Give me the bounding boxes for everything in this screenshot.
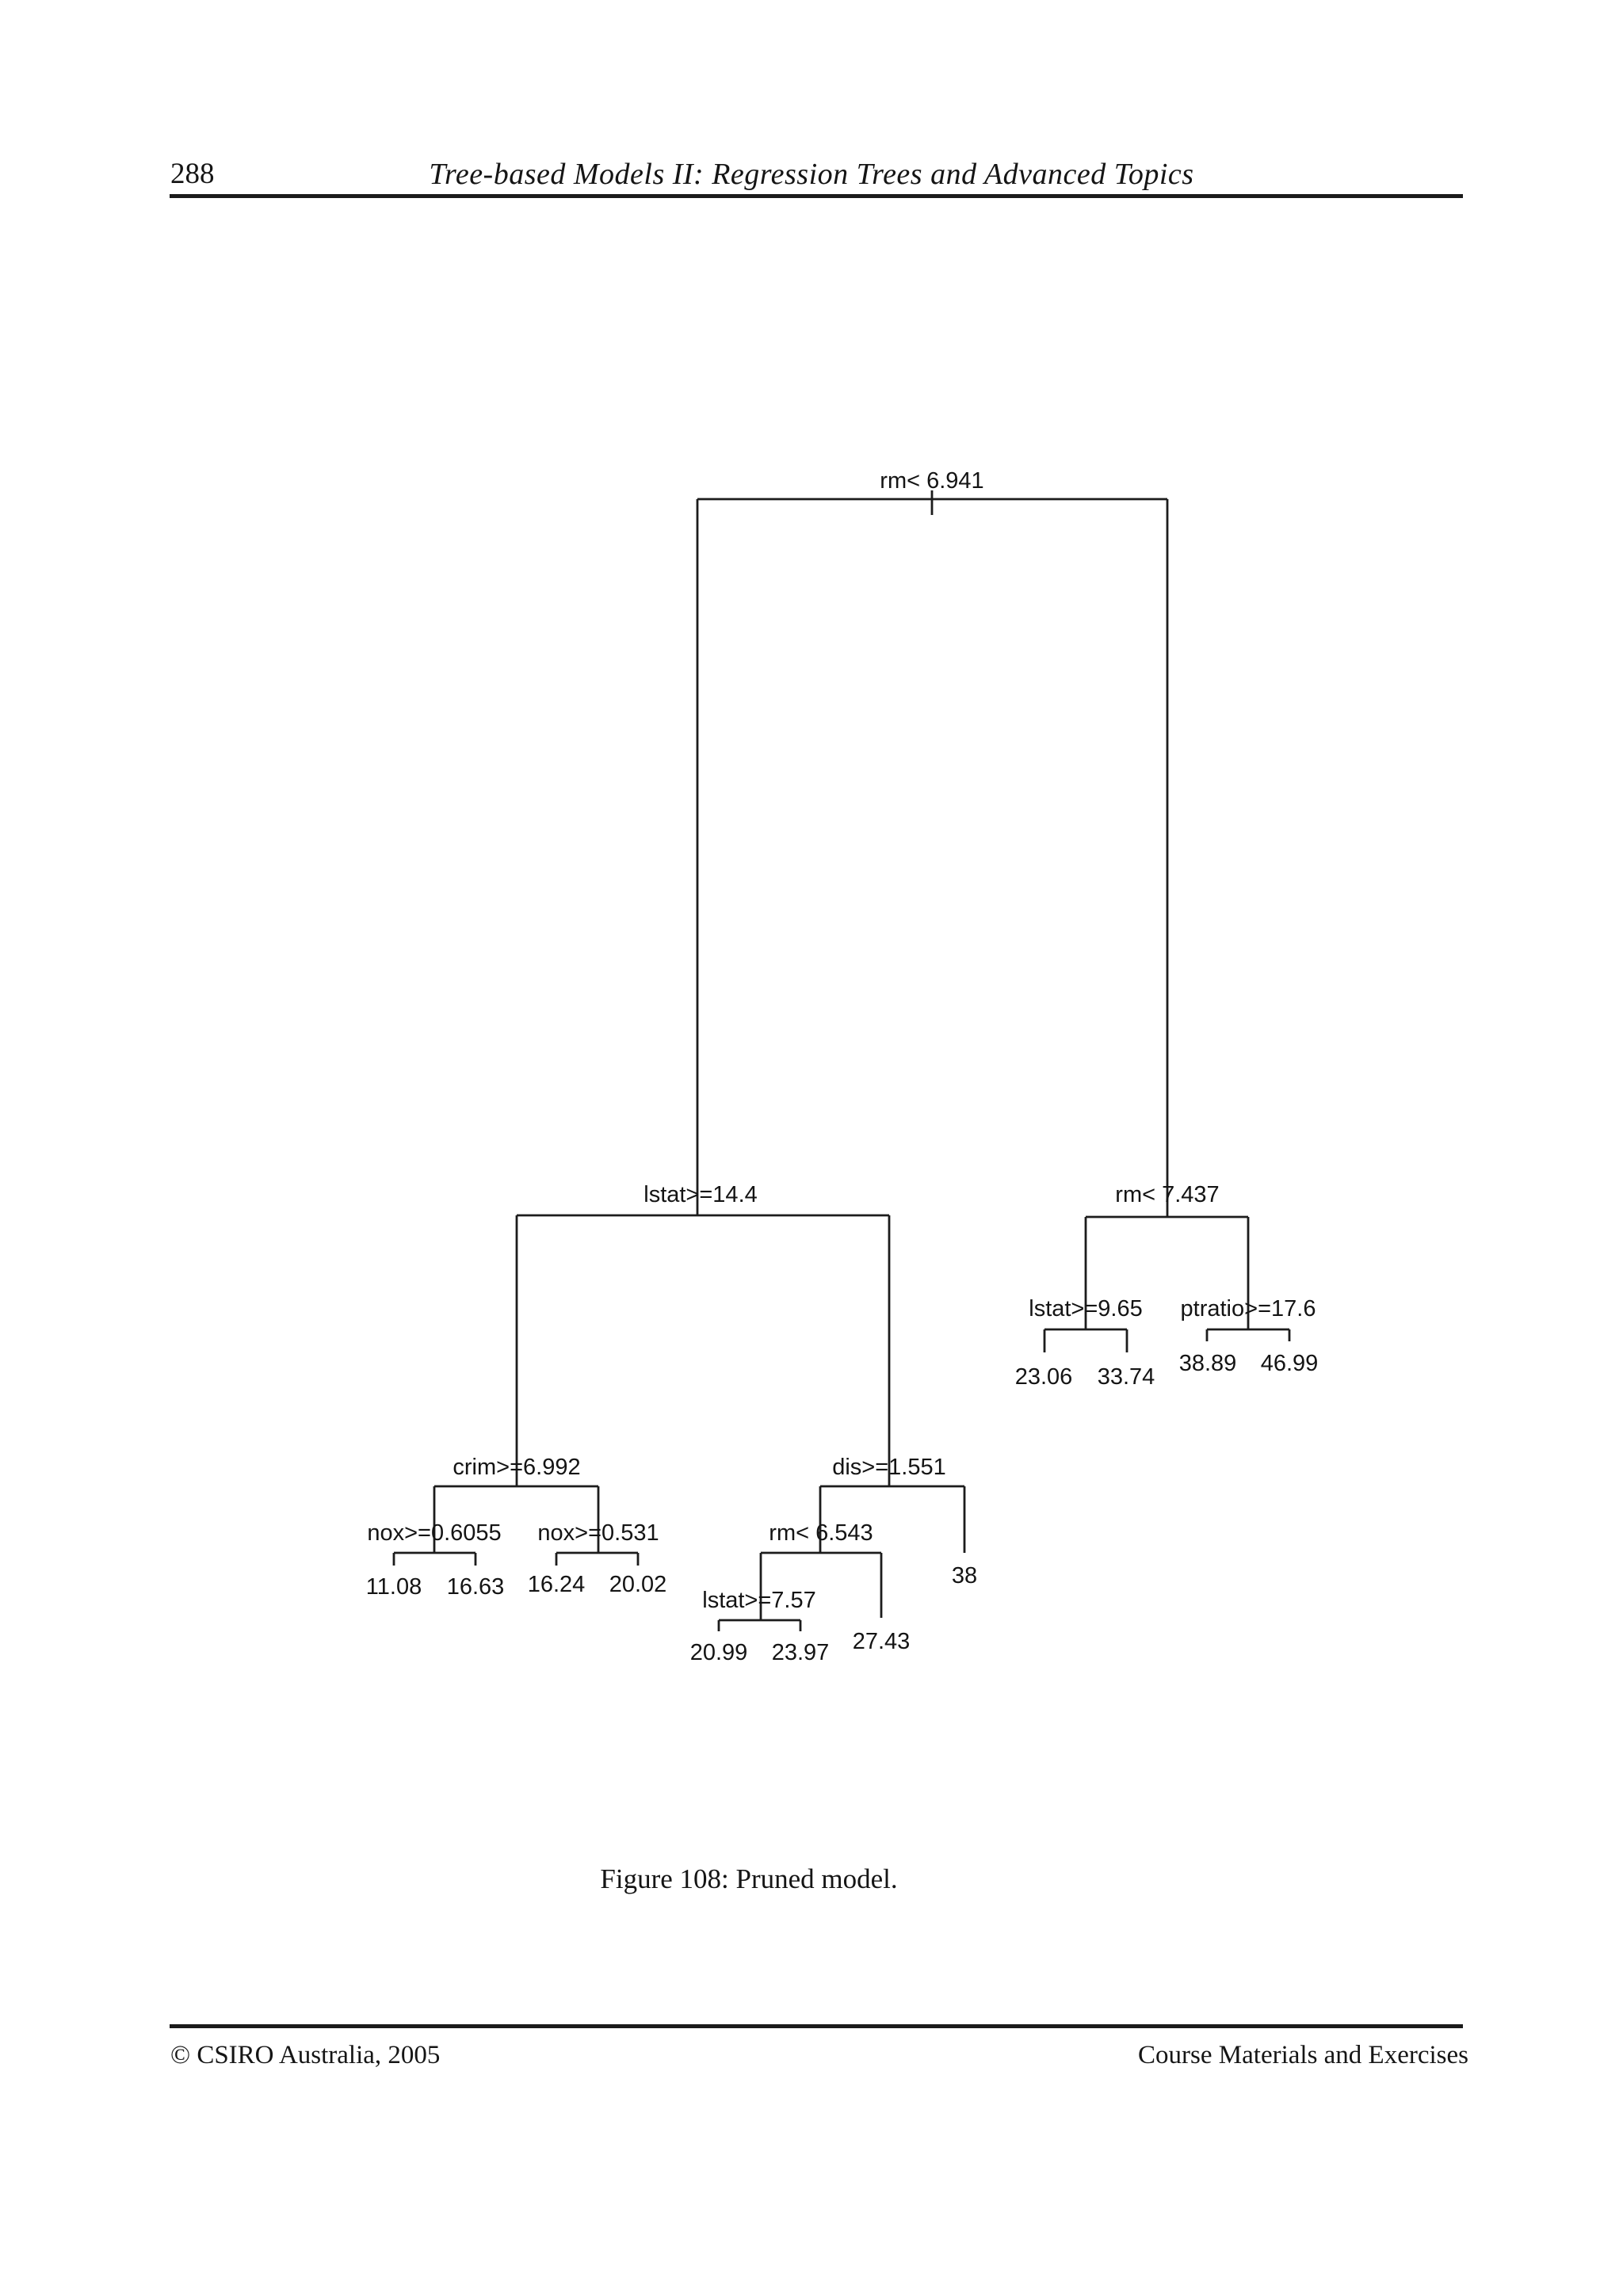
leaf-38-89-label: 38.89 [1179,1351,1237,1376]
split-root-label: rm< 6.941 [880,468,983,494]
leaf-23-06-label: 23.06 [1015,1364,1073,1390]
split-lstat-144-label: lstat>=14.4 [643,1182,758,1207]
split-nox-06055-label: nox>=0.6055 [367,1520,501,1546]
page-number: 288 [170,158,215,190]
leaf-16-24-label: 16.24 [528,1572,586,1597]
footer-course-label: Course Materials and Exercises [1138,2041,1468,2069]
split-dis-1551-label: dis>=1.551 [832,1455,946,1480]
leaf-38-label: 38 [952,1563,977,1589]
split-rm-7437-label: rm< 7.437 [1115,1182,1219,1207]
header-title: Tree-based Models II: Regression Trees a… [429,158,1194,191]
header-rule [170,194,1463,198]
leaf-23-97-label: 23.97 [772,1640,830,1665]
split-ptratio-label: ptratio>=17.6 [1181,1296,1316,1322]
tree-branches [392,490,1291,1631]
leaf-46-99-label: 46.99 [1261,1351,1319,1376]
figure-caption: Figure 108: Pruned model. [600,1863,898,1894]
split-rm-6543-label: rm< 6.543 [769,1520,873,1546]
split-nox-0531-label: nox>=0.531 [537,1520,659,1546]
split-crim-6992-label: crim>=6.992 [453,1455,580,1480]
leaf-33-74-label: 33.74 [1098,1364,1155,1390]
tree-node-labels: rm< 6.941 lstat>=14.4 rm< 7.437 crim>=6.992… [366,468,1319,1665]
footer-rule [170,2024,1463,2028]
split-lstat-757-label: lstat>=7.57 [702,1588,816,1613]
leaf-11-08-label: 11.08 [366,1574,422,1600]
leaf-16-63-label: 16.63 [447,1574,505,1600]
split-lstat-965-label: lstat>=9.65 [1029,1296,1143,1322]
leaf-20-99-label: 20.99 [690,1640,748,1665]
leaf-20-02-label: 20.02 [609,1572,667,1597]
footer-copyright: © CSIRO Australia, 2005 [170,2041,441,2069]
leaf-27-43-label: 27.43 [853,1629,911,1654]
